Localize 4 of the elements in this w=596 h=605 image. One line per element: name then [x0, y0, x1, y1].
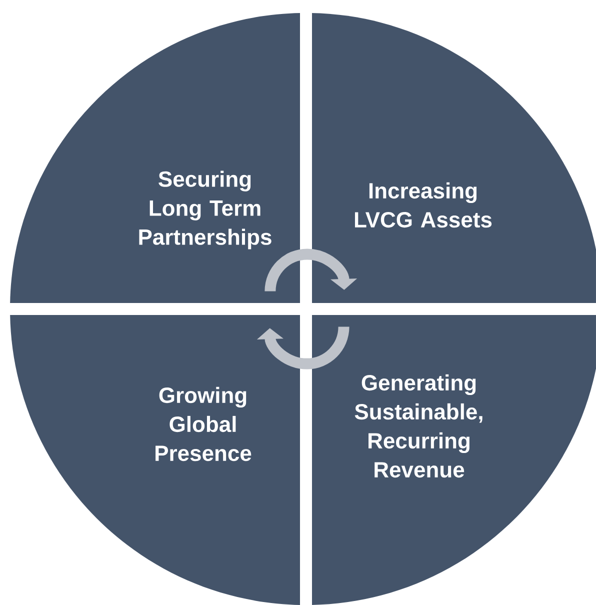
- quadrant: Generating Sustainable, Recurring Revenue: [312, 315, 596, 605]
- quadrant: Growing Global Presence: [10, 315, 300, 605]
- quadrant: Securing Long Term Partnerships: [10, 13, 300, 303]
- quadrant: Increasing LVCG Assets: [312, 13, 596, 303]
